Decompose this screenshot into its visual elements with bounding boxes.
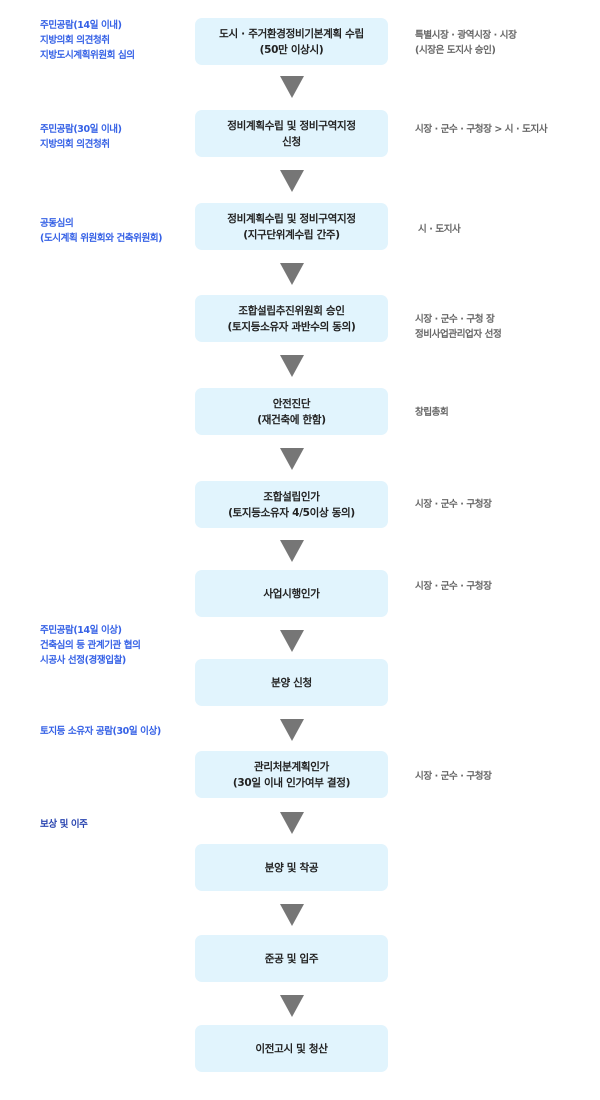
right-note-8: 시장 · 군수 · 구청장 [415, 769, 492, 784]
right-note-3: 시 · 도지사 [418, 222, 461, 237]
right-note-4-line-1: 시장 · 군수 · 구청 장 [415, 314, 495, 325]
left-note-4-line-2: 건축심의 등 관계기관 협의 [40, 640, 141, 651]
step-9-line-1: 관리처분계획인가 [254, 760, 329, 773]
step-10-line-1: 분양 및 착공 [264, 861, 319, 874]
arrow-down-icon [280, 170, 304, 192]
step-8-line-1: 분양 신청 [271, 676, 312, 689]
step-5-line-2: (재건축에 한함) [257, 413, 326, 426]
left-note-2-line-1: 주민공람(30일 이내) [40, 124, 122, 135]
arrow-down-icon [280, 812, 304, 834]
step-6-line-1: 조합설립인가 [263, 490, 320, 503]
step-1-urban-plan: 도시 · 주거환경정비기본계획 수립 (50만 이상시) [195, 18, 388, 65]
step-9-line-2: (30일 이내 인가여부 결정) [232, 776, 351, 789]
left-note-5: 토지등 소유자 공람(30일 이상) [40, 724, 161, 739]
left-note-4-line-1: 주민공람(14일 이상) [40, 625, 122, 636]
right-note-2: 시장 · 군수 · 구청장 > 시 · 도지사 [415, 122, 548, 137]
step-2-plan-request: 정비계획수립 및 정비구역지정 신청 [195, 110, 388, 157]
step-4-committee-approval: 조합설립추진위원회 승인 (토지등소유자 과반수의 동의) [195, 295, 388, 342]
right-note-6-line-1: 시장 · 군수 · 구청장 [415, 499, 492, 510]
step-3-line-2: (지구단위계수립 간주) [243, 228, 340, 241]
step-3-zone-designation: 정비계획수립 및 정비구역지정 (지구단위계수립 간주) [195, 203, 388, 250]
right-note-7: 시장 · 군수 · 구청장 [415, 579, 492, 594]
step-6-line-2: (토지등소유자 4/5이상 동의) [228, 506, 355, 519]
left-note-2-line-2: 지방의회 의견청취 [40, 139, 110, 150]
step-1-line-1: 도시 · 주거환경정비기본계획 수립 [219, 27, 364, 40]
step-5-line-1: 안전진단 [272, 397, 311, 410]
step-3-line-1: 정비계획수립 및 정비구역지정 [227, 212, 356, 225]
step-9-management-disposal: 관리처분계획인가 (30일 이내 인가여부 결정) [195, 751, 388, 798]
right-note-6: 시장 · 군수 · 구청장 [415, 497, 492, 512]
right-note-3-line-1: 시 · 도지사 [418, 224, 461, 235]
step-5-safety-inspection: 안전진단 (재건축에 한함) [195, 388, 388, 435]
right-note-5-line-1: 창립총회 [415, 407, 449, 418]
step-12-transfer-settlement: 이전고시 및 청산 [195, 1025, 388, 1072]
step-10-sale-construction: 분양 및 착공 [195, 844, 388, 891]
arrow-down-icon [280, 263, 304, 285]
step-6-union-authorization: 조합설립인가 (토지등소유자 4/5이상 동의) [195, 481, 388, 528]
right-note-4: 시장 · 군수 · 구청 장 정비사업관리업자 선정 [415, 312, 502, 342]
arrow-down-icon [280, 355, 304, 377]
step-7-line-1: 사업시행인가 [263, 587, 320, 600]
step-2-line-1: 정비계획수립 및 정비구역지정 [227, 119, 356, 132]
step-2-line-2: 신청 [282, 135, 301, 148]
right-note-7-line-1: 시장 · 군수 · 구청장 [415, 581, 492, 592]
left-note-3: 공동심의 (도시계획 위원회와 건축위원회) [40, 216, 163, 246]
left-note-4-line-3: 시공사 선정(경쟁입찰) [40, 655, 126, 666]
left-note-1-line-2: 지방의회 의견청취 [40, 35, 110, 46]
right-note-1-line-2: (시장은 도지사 승인) [415, 45, 496, 56]
step-4-line-2: (토지등소유자 과반수의 동의) [227, 320, 356, 333]
left-note-6: 보상 및 이주 [40, 817, 88, 832]
right-note-4-line-2: 정비사업관리업자 선정 [415, 329, 502, 340]
arrow-down-icon [280, 904, 304, 926]
step-4-line-1: 조합설립추진위원회 승인 [238, 304, 345, 317]
arrow-down-icon [280, 540, 304, 562]
left-note-1-line-1: 주민공람(14일 이내) [40, 20, 122, 31]
left-note-3-line-2: (도시계획 위원회와 건축위원회) [40, 233, 163, 244]
step-7-project-authorization: 사업시행인가 [195, 570, 388, 617]
right-note-8-line-1: 시장 · 군수 · 구청장 [415, 771, 492, 782]
arrow-down-icon [280, 630, 304, 652]
arrow-down-icon [280, 995, 304, 1017]
left-note-6-line-1: 보상 및 이주 [40, 819, 88, 830]
right-note-2-line-1: 시장 · 군수 · 구청장 > 시 · 도지사 [415, 124, 548, 135]
step-12-line-1: 이전고시 및 청산 [255, 1042, 328, 1055]
right-note-1-line-1: 특별시장 · 광역시장 · 시장 [415, 30, 517, 41]
arrow-down-icon [280, 448, 304, 470]
arrow-down-icon [280, 76, 304, 98]
left-note-5-line-1: 토지등 소유자 공람(30일 이상) [40, 726, 161, 737]
step-8-sale-application: 분양 신청 [195, 659, 388, 706]
left-note-4: 주민공람(14일 이상) 건축심의 등 관계기관 협의 시공사 선정(경쟁입찰) [40, 623, 141, 668]
left-note-1: 주민공람(14일 이내) 지방의회 의견청취 지방도시계획위원회 심의 [40, 18, 135, 63]
step-1-line-2: (50만 이상시) [259, 43, 324, 56]
step-11-completion-move-in: 준공 및 입주 [195, 935, 388, 982]
right-note-5: 창립총회 [415, 405, 449, 420]
right-note-1: 특별시장 · 광역시장 · 시장 (시장은 도지사 승인) [415, 28, 517, 58]
left-note-2: 주민공람(30일 이내) 지방의회 의견청취 [40, 122, 122, 152]
left-note-1-line-3: 지방도시계획위원회 심의 [40, 50, 135, 61]
step-11-line-1: 준공 및 입주 [264, 952, 319, 965]
arrow-down-icon [280, 719, 304, 741]
left-note-3-line-1: 공동심의 [40, 218, 74, 229]
